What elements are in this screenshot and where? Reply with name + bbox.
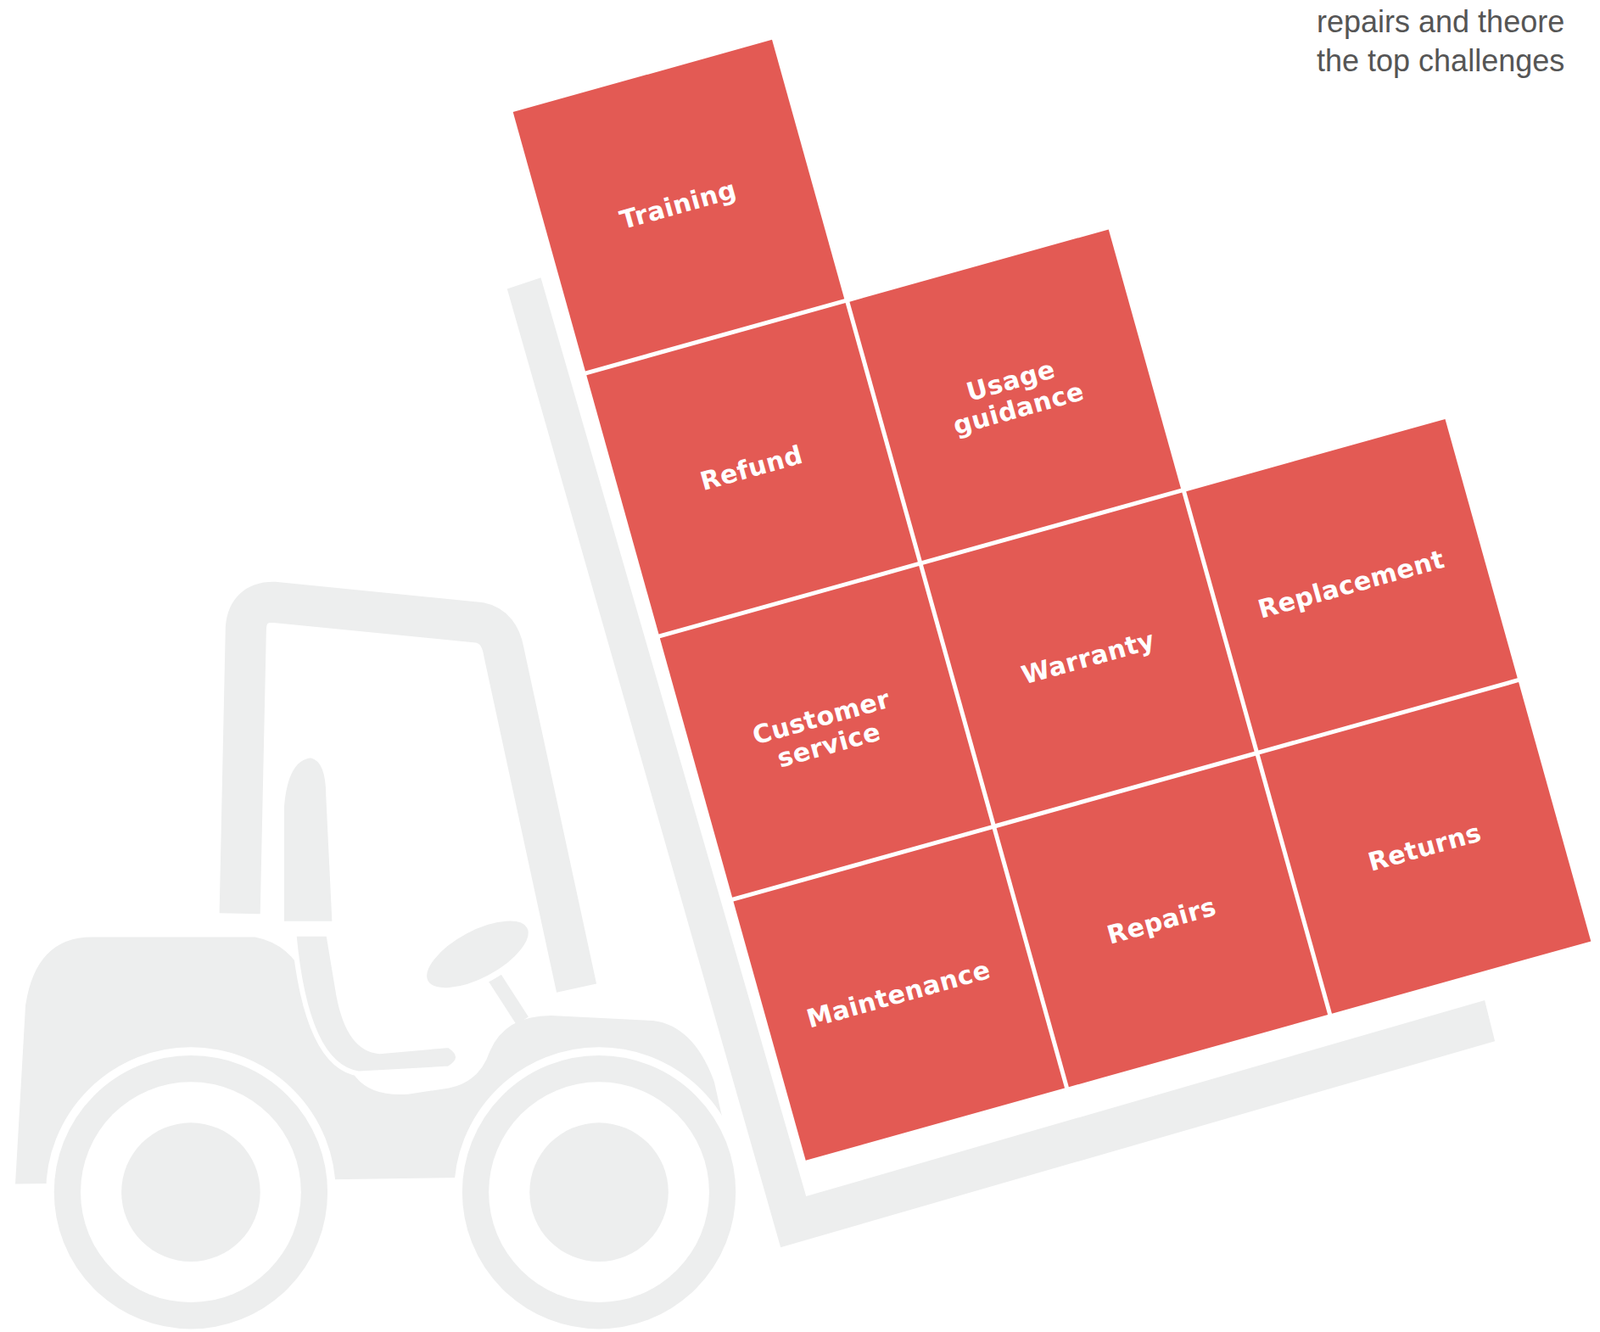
wheel-ring	[80, 1081, 302, 1303]
box-label: Warranty	[1018, 625, 1159, 691]
body-text: repairs and theore	[1316, 3, 1565, 40]
wheel	[458, 1051, 740, 1332]
box-label: Replacement	[1254, 544, 1448, 625]
box-label: Customer service	[721, 676, 929, 787]
body-text: the top challenges	[1316, 42, 1565, 79]
wheel	[50, 1051, 332, 1332]
box-label: Training	[616, 174, 740, 235]
wheel-ring	[488, 1081, 710, 1303]
box-label: Usage guidance	[911, 339, 1119, 450]
wheel-hub	[529, 1122, 669, 1262]
seat-back	[281, 755, 336, 924]
wheel-hub	[121, 1122, 261, 1262]
box-label: Repairs	[1103, 891, 1220, 951]
steering-wheel	[413, 902, 543, 1006]
box-label: Returns	[1365, 817, 1485, 878]
box-label: Refund	[697, 440, 806, 497]
box-label: Maintenance	[803, 955, 994, 1035]
